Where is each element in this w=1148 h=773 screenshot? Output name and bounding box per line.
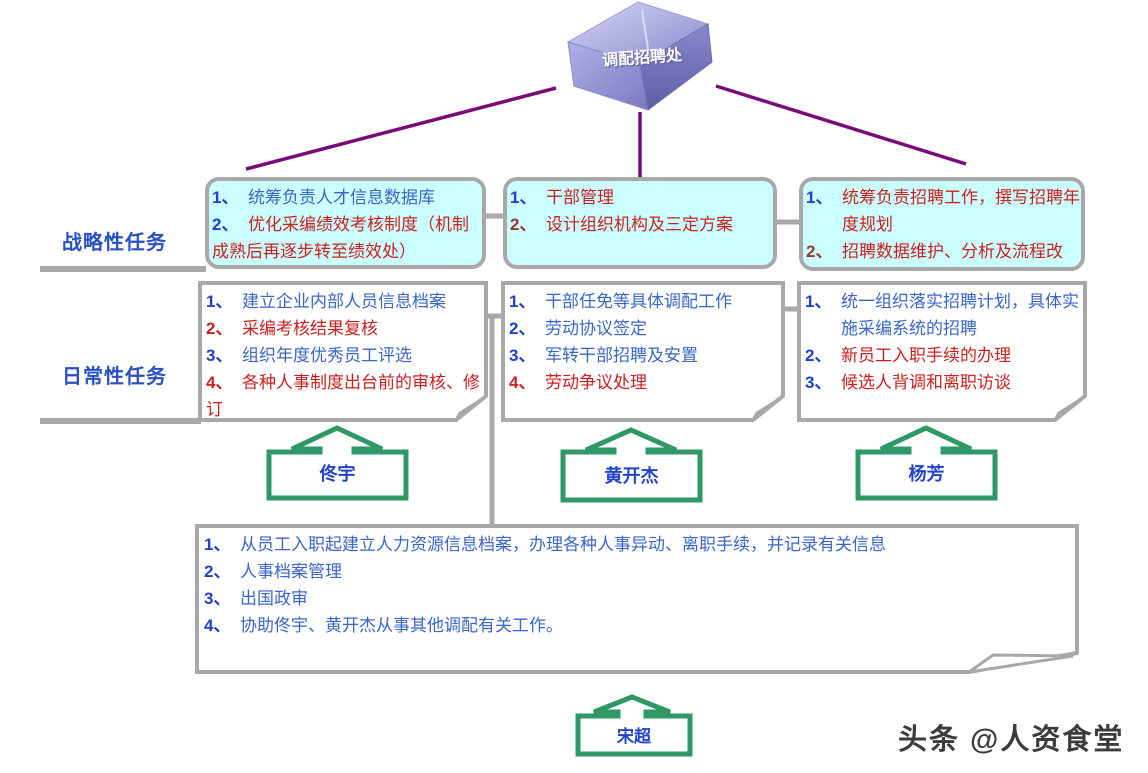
task-number: 2、 (509, 319, 536, 338)
row-label-daily: 日常性任务 (62, 366, 167, 388)
task-number: 1、 (509, 292, 536, 311)
task-text: 干部管理 (546, 188, 614, 207)
daily-note-shape-2 (501, 281, 785, 422)
folded-corner (1053, 396, 1084, 422)
task-item: 2、劳动协议签定 (509, 315, 777, 342)
purple-connector-left (245, 86, 557, 171)
strategic-box-2 (503, 177, 777, 269)
task-number: 1、 (204, 535, 231, 554)
watermark: 头条 @人资食堂 (898, 724, 1125, 756)
task-number: 1、 (510, 188, 537, 207)
folded-corner (751, 396, 782, 422)
task-number: 4、 (206, 373, 233, 392)
owner-name-3: 杨芳 (908, 464, 945, 484)
task-number: 2、 (806, 242, 833, 261)
callout-owner-3 (855, 425, 998, 501)
task-item: 1、统筹负责招聘工作，撰写招聘年度规划 (806, 184, 1080, 238)
task-item: 1、建立企业内部人员信息档案 (206, 288, 482, 315)
task-item: 2、人事档案管理 (204, 558, 1068, 585)
task-item: 2、招聘数据维护、分析及流程改 (806, 238, 1080, 265)
task-text: 人事档案管理 (240, 562, 342, 581)
task-text: 组织年度优秀员工评选 (242, 346, 412, 365)
task-item: 1、干部任免等具体调配工作 (509, 288, 777, 315)
callout-owner-shared (575, 694, 693, 757)
task-text: 各种人事制度出台前的审核、修订 (206, 373, 480, 419)
task-text: 候选人背调和离职访谈 (841, 373, 1011, 392)
task-number: 1、 (206, 292, 233, 311)
task-text: 新员工入职手续的办理 (841, 346, 1011, 365)
row-label-strategic: 战略性任务 (62, 232, 167, 254)
owner-name-1: 佟宇 (319, 464, 356, 484)
cube-highlight-edge (641, 9, 651, 63)
task-text: 统一组织落实招聘计划，具体实施采编系统的招聘 (841, 292, 1079, 338)
task-text: 建立企业内部人员信息档案 (242, 292, 446, 311)
task-number: 2、 (510, 215, 537, 234)
shared-tasks: 1、从员工入职起建立人力资源信息档案，办理各种人事异动、离职手续，并记录有关信息… (204, 531, 1068, 639)
task-item: 3、组织年度优秀员工评选 (206, 342, 482, 369)
task-text: 军转干部招聘及安置 (545, 346, 698, 365)
task-item: 1、统一组织落实招聘计划，具体实施采编系统的招聘 (805, 288, 1081, 342)
folded-corner (968, 653, 1074, 674)
task-number: 3、 (206, 346, 233, 365)
task-number: 3、 (204, 589, 231, 608)
task-item: 4、各种人事制度出台前的审核、修订 (206, 369, 482, 423)
task-number: 2、 (204, 562, 231, 581)
owner-name-shared: 宋超 (617, 727, 651, 746)
task-number: 4、 (509, 373, 536, 392)
task-text: 从员工入职起建立人力资源信息档案，办理各种人事异动、离职手续，并记录有关信息 (240, 535, 886, 554)
task-text: 协助佟宇、黄开杰从事其他调配有关工作。 (240, 616, 563, 635)
task-item: 2、设计组织机构及三定方案 (510, 211, 772, 238)
daily-note-shape-3 (797, 281, 1087, 422)
shared-note-shape (195, 524, 1079, 674)
task-text: 劳动协议签定 (545, 319, 647, 338)
task-text: 招聘数据维护、分析及流程改 (842, 242, 1063, 261)
task-text: 劳动争议处理 (545, 373, 647, 392)
task-number: 2、 (206, 319, 233, 338)
task-item: 3、出国政审 (204, 585, 1068, 612)
daily-note-shape-1 (198, 281, 488, 422)
task-text: 出国政审 (240, 589, 308, 608)
task-number: 2、 (212, 215, 239, 234)
folded-corner (454, 396, 485, 422)
task-item: 4、协助佟宇、黄开杰从事其他调配有关工作。 (204, 612, 1068, 639)
callout-owner-1 (266, 425, 409, 501)
task-number: 1、 (212, 188, 239, 207)
task-item: 3、候选人背调和离职访谈 (805, 369, 1081, 396)
task-item: 4、劳动争议处理 (509, 369, 777, 396)
task-item: 1、干部管理 (510, 184, 772, 211)
purple-connector-right (715, 84, 967, 166)
task-text: 采编考核结果复核 (242, 319, 378, 338)
task-item: 2、新员工入职手续的办理 (805, 342, 1081, 369)
task-text: 设计组织机构及三定方案 (546, 215, 733, 234)
task-text: 干部任免等具体调配工作 (545, 292, 732, 311)
task-item: 3、军转干部招聘及安置 (509, 342, 777, 369)
task-text: 统筹负责招聘工作，撰写招聘年度规划 (842, 188, 1080, 234)
task-number: 2、 (805, 346, 832, 365)
callout-owner-2 (560, 427, 703, 503)
cube-shape (566, 1, 713, 111)
task-number: 3、 (805, 373, 832, 392)
task-number: 1、 (805, 292, 832, 311)
task-number: 1、 (806, 188, 833, 207)
task-item: 2、优化采编绩效考核制度（机制成熟后再逐步转至绩效处） (212, 211, 480, 265)
task-item: 1、从员工入职起建立人力资源信息档案，办理各种人事异动、离职手续，并记录有关信息 (204, 531, 1068, 558)
task-item: 2、采编考核结果复核 (206, 315, 482, 342)
task-text: 优化采编绩效考核制度（机制成熟后再逐步转至绩效处） (212, 215, 469, 261)
owner-name-2: 黄开杰 (604, 466, 659, 486)
task-item: 1、统筹负责人才信息数据库 (212, 184, 480, 211)
strategic-box-1 (205, 177, 486, 269)
task-number: 4、 (204, 616, 231, 635)
task-number: 3、 (509, 346, 536, 365)
strategic-box-3 (799, 177, 1085, 271)
task-text: 统筹负责人才信息数据库 (248, 188, 435, 207)
